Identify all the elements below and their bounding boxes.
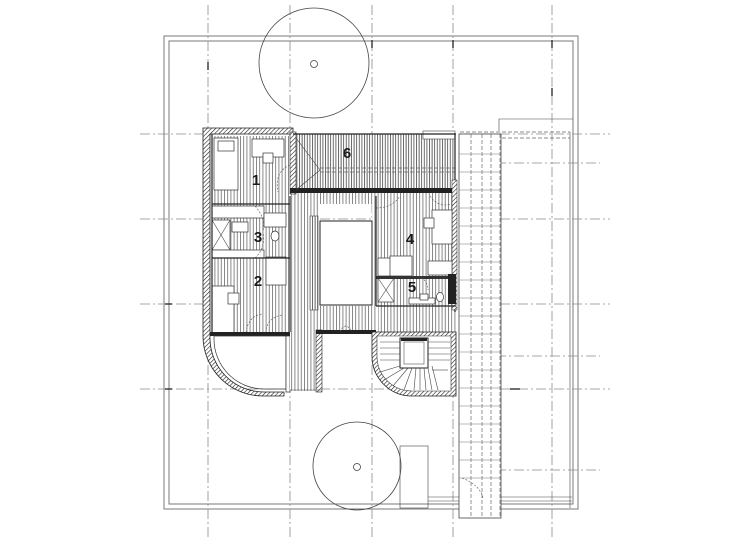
room-label-3: 3 — [254, 229, 262, 246]
tree-bottom — [312, 421, 402, 511]
central-walls — [290, 325, 376, 393]
planter-box — [399, 445, 429, 509]
stair-core — [371, 331, 457, 397]
room-label-5: 5 — [408, 279, 416, 296]
corridor-south-floor — [318, 306, 376, 334]
left-wing-wall — [202, 127, 294, 397]
room-4-furniture — [375, 195, 453, 277]
lower-left-room — [210, 332, 291, 393]
room-6-floor — [293, 134, 455, 192]
walkway-grating — [458, 133, 502, 519]
room-label-1: 1 — [252, 172, 260, 189]
room-label-2: 2 — [254, 273, 262, 290]
landing-floor — [378, 306, 456, 334]
site-boundary — [163, 35, 579, 510]
courtyard-void — [319, 220, 373, 306]
room-labels: 1 2 3 4 5 6 — [252, 145, 416, 296]
room-label-6: 6 — [343, 145, 351, 162]
corridor-east-floor — [372, 196, 378, 306]
room-2-furniture — [211, 256, 287, 335]
room-1-furniture — [213, 137, 291, 193]
room-5-fixtures — [376, 274, 456, 305]
tree-top — [258, 7, 370, 119]
partitions — [211, 134, 456, 332]
room-label-4: 4 — [406, 231, 415, 248]
room-3-fixtures — [211, 205, 287, 259]
